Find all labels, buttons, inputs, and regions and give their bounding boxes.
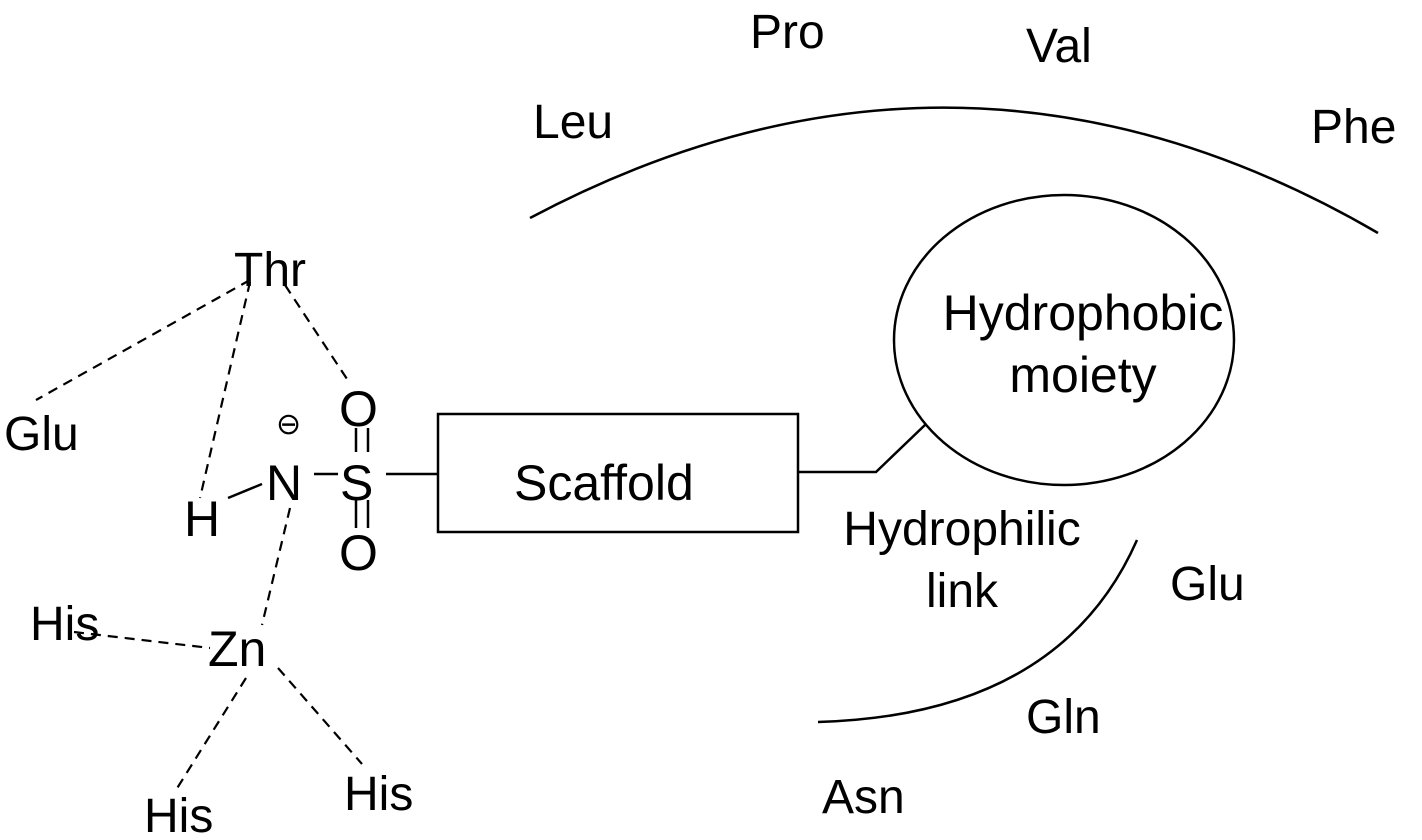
residue-his-bottom-right: His bbox=[344, 768, 413, 821]
hydrophilic-pocket-arc bbox=[817, 539, 1139, 724]
zn-his-bottom-right-interaction bbox=[277, 667, 363, 765]
hydrophobic-pocket-arc bbox=[529, 106, 1379, 235]
residue-thr: Thr bbox=[234, 244, 306, 297]
residue-phe: Phe bbox=[1311, 101, 1396, 154]
atom-n: N bbox=[266, 455, 302, 511]
thr-o-interaction bbox=[284, 284, 350, 383]
thr-h-interaction bbox=[198, 281, 252, 499]
atom-zn: Zn bbox=[208, 621, 266, 677]
hydrophilic-link-label-line2: link bbox=[926, 565, 999, 618]
hydrophobic-moiety-label-line2: moiety bbox=[1009, 347, 1156, 403]
hydrophilic-link-bond bbox=[798, 423, 927, 474]
residue-his-bottom-left: His bbox=[144, 790, 213, 840]
thr-glu-interaction bbox=[35, 279, 251, 401]
atom-o-bottom: O bbox=[339, 525, 378, 581]
residue-pro: Pro bbox=[750, 6, 825, 59]
zn-his-bottom-left-interaction bbox=[175, 677, 247, 791]
hydrophobic-moiety-ellipse bbox=[892, 193, 1236, 487]
residue-glu-left: Glu bbox=[4, 408, 79, 461]
atom-s: S bbox=[340, 455, 373, 511]
residue-asn: Asn bbox=[822, 771, 905, 824]
residue-glu-right: Glu bbox=[1170, 558, 1245, 611]
h-n-bond bbox=[227, 482, 263, 500]
n-negative-charge: ⊖ bbox=[276, 408, 301, 441]
residue-val: Val bbox=[1026, 20, 1092, 73]
atom-o-top: O bbox=[339, 381, 378, 437]
scaffold-label: Scaffold bbox=[514, 455, 694, 511]
n-zn-interaction bbox=[260, 507, 292, 626]
atom-h: H bbox=[184, 491, 220, 547]
his-zn-interaction bbox=[73, 630, 211, 650]
residue-leu: Leu bbox=[533, 96, 613, 149]
hydrophilic-link-label-line1: Hydrophilic bbox=[843, 503, 1080, 556]
residue-gln: Gln bbox=[1026, 691, 1101, 744]
hydrophobic-moiety-label-line1: Hydrophobic bbox=[943, 285, 1224, 341]
residue-his-upper-left: His bbox=[30, 598, 99, 651]
